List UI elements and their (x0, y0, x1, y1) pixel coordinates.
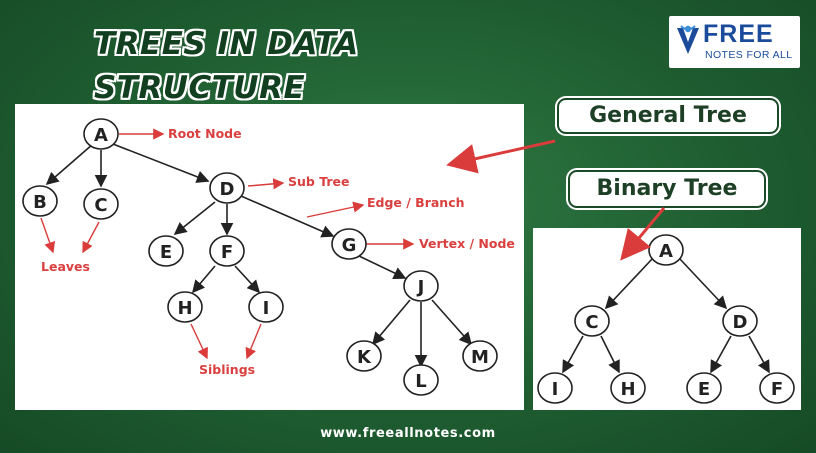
node-label-f: F (221, 242, 233, 263)
general-tree-diagram: A B C D E F G H I J K L M Root Node Sub … (22, 118, 515, 396)
edge-j-m (431, 299, 473, 346)
binary-tree-panel: A C D I H E F (533, 228, 801, 410)
binary-nodes (537, 234, 795, 404)
arrow-siblings-i (245, 323, 262, 360)
bedge-d-f (748, 335, 770, 374)
general-tree-panel: A B C D E F G H I J K L M Root Node Sub … (15, 104, 524, 410)
bedge-a-c (604, 257, 654, 310)
node-a (83, 118, 119, 150)
arrow-leaves-c (82, 221, 100, 254)
edge-d-e (173, 201, 216, 235)
label-leaves: Leaves (41, 259, 90, 274)
binary-tree-diagram: A C D I H E F (537, 234, 795, 404)
logo-brand-text: FREE (703, 20, 774, 48)
node-d (209, 172, 245, 204)
arrow-siblings-h (190, 323, 208, 360)
node-c (83, 188, 119, 220)
annotation-labels: Root Node Sub Tree Edge / Branch Vertex … (41, 126, 515, 377)
edge-j-k (371, 299, 411, 346)
logo-mark-icon (677, 25, 699, 54)
footer-url[interactable]: www.freeallnotes.com (320, 426, 496, 441)
node-b (22, 185, 58, 217)
arrow-to-binary-tree (620, 207, 666, 261)
arrow-edge (306, 201, 365, 218)
node-label-h: H (177, 298, 192, 319)
node-labels: A B C D E F G H I J K L M (33, 125, 489, 392)
node-label-b: B (33, 192, 47, 213)
bnode-i (537, 372, 573, 404)
edge-f-h (191, 265, 216, 294)
arrow-to-general-tree (446, 139, 556, 174)
node-j (403, 270, 439, 302)
binary-tree-label: Binary Tree (568, 170, 766, 208)
tree-edges (45, 143, 473, 368)
node-k (346, 340, 382, 372)
bnode-e (686, 372, 722, 404)
bnode-label-a: A (659, 241, 673, 262)
node-label-d: D (220, 179, 235, 200)
bedge-c-h (600, 335, 620, 374)
node-label-a: A (94, 125, 108, 146)
bedge-c-i (562, 335, 584, 374)
arrow-subtree (247, 178, 285, 190)
bnode-d (722, 305, 758, 337)
node-label-j: J (416, 277, 425, 298)
label-vertex-node: Vertex / Node (419, 236, 515, 251)
node-h (167, 291, 203, 323)
node-label-e: E (160, 242, 172, 263)
binary-edges (562, 257, 770, 374)
bnode-label-i: I (552, 379, 559, 400)
node-e (148, 235, 184, 267)
binary-node-labels: A C D I H E F (552, 241, 784, 400)
brand-logo[interactable]: FREE NOTES FOR ALL (669, 16, 800, 68)
edge-f-i (234, 265, 261, 294)
label-sub-tree: Sub Tree (288, 174, 349, 189)
node-label-g: G (342, 235, 357, 256)
bnode-h (610, 372, 646, 404)
node-l (403, 364, 439, 396)
arrow-leaves-b (40, 217, 56, 254)
general-tree-label: General Tree (557, 98, 779, 134)
annotation-arrows (40, 128, 415, 360)
node-label-m: M (471, 347, 489, 368)
edge-a-d (112, 143, 210, 183)
node-m (462, 340, 498, 372)
tree-nodes (22, 118, 498, 396)
bedge-a-d (678, 257, 728, 310)
node-f (209, 235, 245, 267)
bnode-c (574, 305, 610, 337)
bnode-f (759, 372, 795, 404)
label-edge-branch: Edge / Branch (367, 195, 465, 210)
label-root-node: Root Node (168, 126, 242, 141)
node-g (331, 228, 367, 260)
bnode-label-e: E (698, 379, 710, 400)
label-siblings: Siblings (199, 362, 255, 377)
bnode-label-f: F (771, 379, 783, 400)
bnode-label-c: C (585, 312, 598, 333)
bedge-d-e (710, 335, 732, 374)
node-i (248, 291, 284, 323)
edge-a-b (45, 143, 94, 186)
bnode-label-d: D (733, 312, 748, 333)
node-label-l: L (415, 371, 426, 392)
edge-g-j (358, 255, 407, 279)
bnode-label-h: H (620, 379, 635, 400)
page-title: TREES IN DATA STRUCTURE (94, 26, 359, 106)
node-label-i: I (263, 298, 270, 319)
logo-tagline: NOTES FOR ALL (705, 49, 793, 61)
node-label-k: K (357, 347, 372, 368)
edge-d-g (240, 195, 335, 238)
node-label-c: C (94, 195, 107, 216)
